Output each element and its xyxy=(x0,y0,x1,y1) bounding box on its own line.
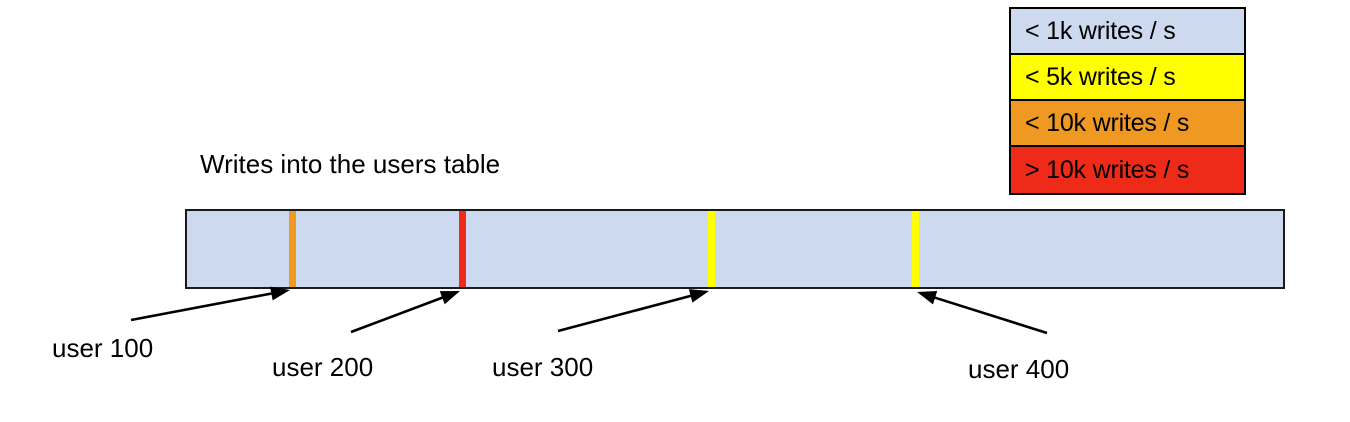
stripe-user-400 xyxy=(912,211,919,287)
stripe-user-200 xyxy=(459,211,466,287)
callout-label-user-400: user 400 xyxy=(968,354,1070,384)
stripe-user-300 xyxy=(708,211,715,287)
legend-row-lt-5k: < 5k writes / s xyxy=(1011,55,1244,101)
diagram-caption: Writes into the users table xyxy=(200,149,501,179)
write-rate-legend: < 1k writes / s < 5k writes / s < 10k wr… xyxy=(1009,7,1246,195)
legend-row-gt-10k: > 10k writes / s xyxy=(1011,147,1244,193)
callout-label-user-100: user 100 xyxy=(52,333,154,363)
legend-row-lt-10k: < 10k writes / s xyxy=(1011,101,1244,147)
legend-row-lt-1k: < 1k writes / s xyxy=(1011,9,1244,55)
callout-label-user-200: user 200 xyxy=(272,352,374,382)
legend-label-lt-10k: < 10k writes / s xyxy=(1025,108,1190,137)
stripe-user-100 xyxy=(289,211,296,287)
callout-label-user-300: user 300 xyxy=(492,352,594,382)
legend-label-lt-5k: < 5k writes / s xyxy=(1025,62,1176,91)
legend-label-gt-10k: > 10k writes / s xyxy=(1025,155,1190,184)
users-table-bar xyxy=(185,209,1285,289)
legend-label-lt-1k: < 1k writes / s xyxy=(1025,16,1176,45)
